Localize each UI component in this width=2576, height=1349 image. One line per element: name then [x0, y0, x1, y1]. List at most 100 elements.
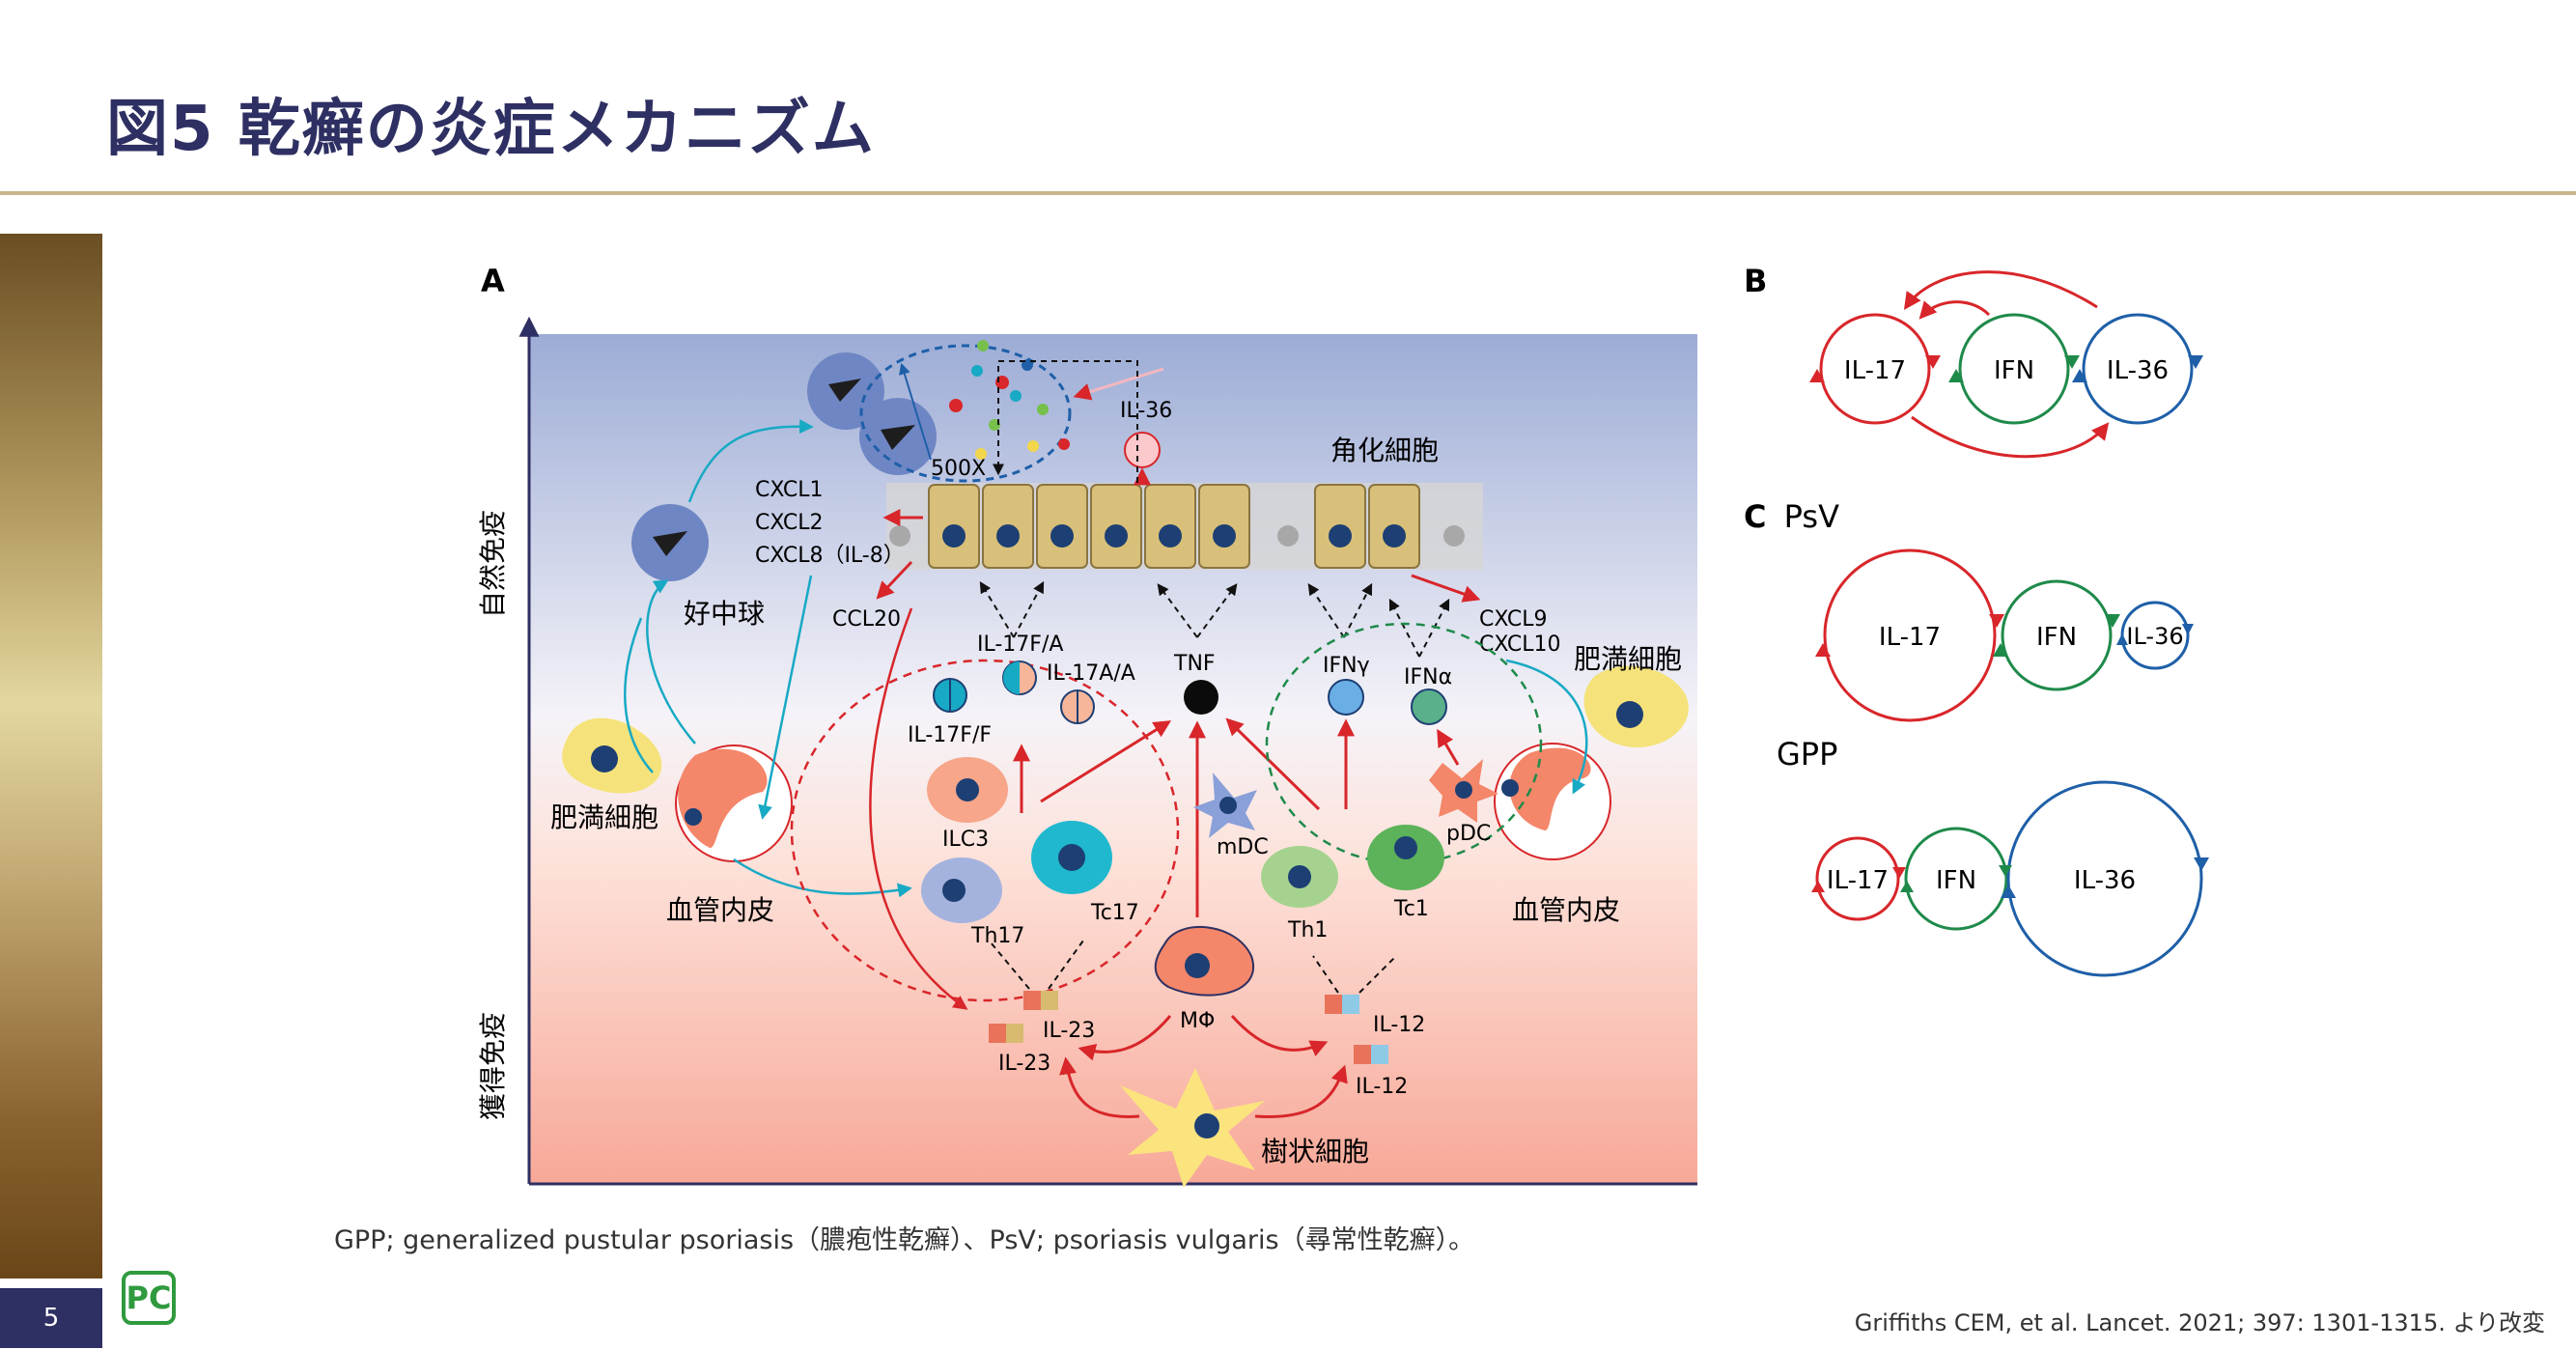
th1-label: Th1: [1287, 918, 1328, 942]
tc1-nucleus: [1394, 836, 1417, 859]
gpp-il36-cycle: [2006, 780, 2203, 977]
gpp-il17-label: IL-17: [1827, 866, 1889, 895]
panel-c-heading: C PsV: [1744, 498, 1839, 535]
panel-c-label: C: [1744, 498, 1766, 535]
dc-il12-arrow: [1254, 1064, 1348, 1119]
il12-lower-label: IL-12: [1356, 1075, 1408, 1099]
b-il17-to-il36-arc: [1911, 415, 2110, 459]
mdc-nucleus: [1219, 797, 1237, 814]
endothelial-cell-left: [678, 748, 768, 849]
endothelial-left-nucleus: [685, 808, 702, 826]
neutrophil-nucleus: [653, 531, 687, 556]
cxcl1-label: CXCL1: [755, 478, 823, 502]
il36-label: IL-36: [1120, 399, 1172, 423]
il23-upper: [1023, 991, 1058, 1010]
cycle-arrowheads: [1809, 355, 2209, 898]
citation: Griffiths CEM, et al. Lancet. 2021; 397:…: [1854, 1309, 2545, 1336]
tnf-label: TNF: [1173, 652, 1216, 676]
mast-cell-right-nucleus: [1616, 701, 1643, 728]
cxcl8-label: CXCL8（IL-8）: [755, 544, 905, 568]
b-il36-label: IL-36: [2107, 356, 2169, 385]
panel-a-label: A: [481, 263, 505, 299]
il17fa-half: [1003, 661, 1020, 694]
neutrophil-label: 好中球: [684, 598, 765, 630]
th17-nucleus: [942, 879, 966, 902]
gpp-il17-cycle: [1815, 836, 1900, 921]
tc1-label: Tc1: [1393, 897, 1429, 921]
ccl20-label: CCL20: [832, 607, 901, 632]
th1-to-tnf-arrow: [1225, 717, 1321, 811]
ifna-label: IFNα: [1404, 665, 1452, 689]
il17-loop: [790, 659, 1180, 1002]
cxcl9-arrow: [1411, 574, 1481, 603]
il12-upper: [1325, 995, 1359, 1014]
mdc-label: mDC: [1217, 835, 1269, 859]
gpp-il36-label: IL-36: [2074, 866, 2136, 895]
b-ifn-cycle: [1958, 313, 2070, 425]
mphi-il12-arrow: [1230, 1014, 1329, 1057]
vessel-to-th17: [733, 857, 912, 898]
magnification-label: 500X: [931, 457, 986, 481]
il17aa-label: IL-17A/A: [1047, 661, 1135, 686]
microabscess-ring: [859, 344, 1072, 483]
ifng-label: IFNγ: [1323, 654, 1370, 678]
b-il36-to-il17-arc: [1903, 270, 2098, 310]
pink-arrow: [1073, 367, 1164, 401]
ifng-molecule: [1328, 679, 1364, 716]
endothelial-cell-right: [1509, 747, 1591, 830]
psv-il17-label: IL-17: [1879, 623, 1941, 652]
chemokine-to-vessel: [758, 575, 813, 820]
side-decoration-bar: [0, 234, 102, 1279]
th17-label: Th17: [970, 924, 1024, 948]
psv-il17-cycle: [1823, 548, 1997, 722]
psv-il36-label: IL-36: [2126, 623, 2183, 650]
endothelial-right-nucleus: [1501, 779, 1519, 797]
b-il17-cycle: [1819, 313, 1931, 425]
axis-innate-label: 自然免疫: [477, 510, 509, 618]
neutrophil-to-vessel: [624, 617, 654, 773]
vessel-to-neutrophil: [646, 579, 696, 745]
cytokine-to-t-cell-lines: [990, 940, 1397, 994]
tc17-label: Tc17: [1090, 901, 1139, 925]
page-number: 5: [0, 1288, 102, 1348]
page-title: 図5 乾癬の炎症メカニズム: [106, 94, 876, 165]
cxcl10-label: CXCL10: [1479, 632, 1560, 657]
il23-lower: [989, 1024, 1023, 1043]
tnf-molecule: [1184, 680, 1218, 715]
title-divider: [0, 191, 2576, 195]
cxcl-to-vessel: [1505, 659, 1588, 795]
footnote: GPP; generalized pustular psoriasis（膿疱性乾…: [334, 1225, 1475, 1255]
il23-lower-label: IL-23: [998, 1052, 1050, 1076]
ifna-molecule: [1411, 689, 1447, 725]
macrophage-nucleus: [1185, 953, 1210, 978]
gpp-title: GPP: [1777, 736, 1837, 773]
cxcl9-label: CXCL9: [1479, 607, 1547, 632]
keratinocyte-signal-arrows: [979, 580, 1450, 658]
psv-ifn-label: IFN: [2036, 623, 2077, 652]
il12-lower: [1354, 1045, 1388, 1064]
il17ff-label: IL-17F/F: [908, 723, 992, 747]
th1-nucleus: [1288, 865, 1311, 888]
tc17-nucleus: [1058, 844, 1085, 871]
il12-upper-label: IL-12: [1373, 1013, 1425, 1037]
cxcl2-label: CXCL2: [755, 511, 823, 535]
ccl20-arrow: [876, 560, 913, 600]
mphi-il23-arrow: [1078, 1015, 1172, 1061]
company-logo: PC: [122, 1271, 176, 1325]
il23-upper-label: IL-23: [1043, 1019, 1095, 1043]
chemokine-dots: [949, 340, 1070, 460]
neutrophil-migration-arrow: [687, 419, 814, 503]
gpp-ifn-cycle: [1904, 827, 2008, 931]
pdc-label: pDC: [1446, 822, 1491, 846]
mast-right-label: 肥満細胞: [1574, 643, 1682, 675]
psv-title: PsV: [1784, 498, 1839, 535]
il17-to-tnf-arrow: [1040, 720, 1172, 803]
mphi-label: MΦ: [1180, 1009, 1215, 1033]
il36-feedback-arrow: [993, 360, 1138, 483]
pdc-ifna-arrow: [1437, 728, 1460, 766]
b-ifn-label: IFN: [1994, 356, 2034, 385]
b-il36-cycle: [2082, 313, 2194, 425]
axis-adaptive-label: 獲得免疫: [477, 1012, 509, 1120]
mast-left-label: 肥満細胞: [550, 801, 658, 833]
il17fa-label: IL-17F/A: [977, 632, 1063, 657]
